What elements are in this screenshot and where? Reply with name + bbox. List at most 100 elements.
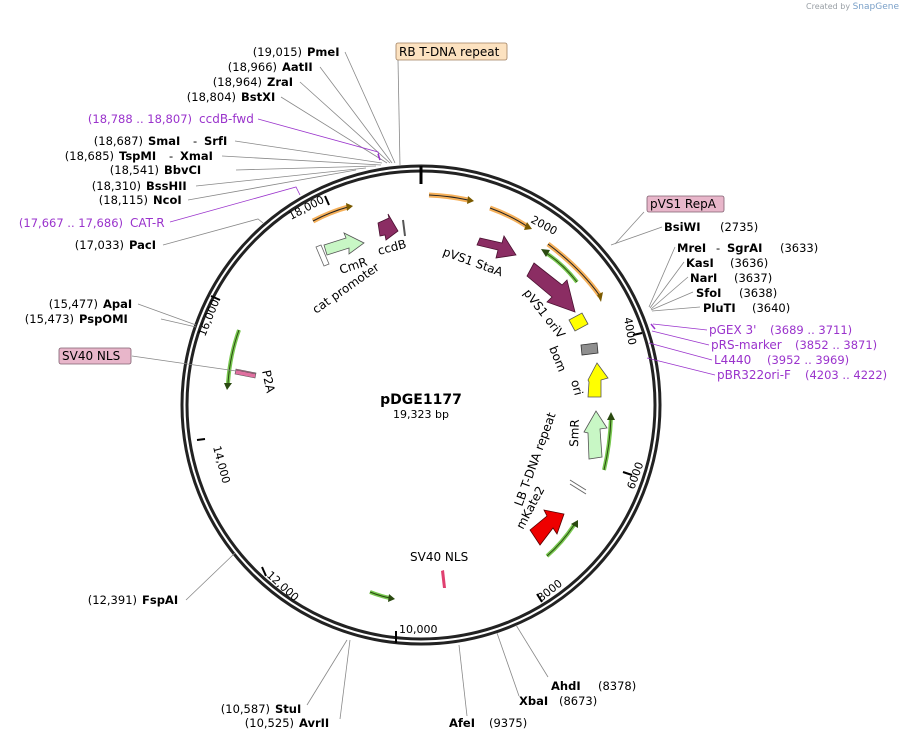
sv40-nls-label: SV40 NLS [62, 349, 120, 363]
orange-arc-outlines [312, 194, 601, 297]
leader-mrei [648, 246, 676, 308]
primer-pos-cat-r: (17,667 .. 17,686) [19, 216, 123, 230]
tick-18000 [324, 195, 330, 206]
site-name-bsiwi: BsiWI [664, 220, 701, 234]
tick-8000 [536, 593, 543, 603]
green-head-3 [571, 520, 578, 528]
tick-6000 [622, 471, 633, 476]
site-name-tspmi: TspMI [119, 149, 156, 163]
primer-name-pbr322ori-f: pBR322ori-F [717, 368, 791, 382]
site-name-ahdi: AhdI [551, 679, 581, 693]
orange-head-3 [597, 292, 603, 302]
primer-tick-ccdb-fwd [377, 153, 381, 161]
tick-14000 [196, 438, 206, 441]
leader-fspai [185, 552, 236, 601]
primer-leader-lines [169, 118, 716, 376]
credit-prefix: Created by [806, 2, 851, 11]
green-head-4 [224, 383, 232, 390]
site-name-stui: StuI [275, 702, 301, 716]
site-pos-paci: (17,033) [75, 238, 124, 252]
site-name-xmai: XmaI [180, 149, 213, 163]
tick-marks [196, 195, 643, 643]
site-name-sfoi: SfoI [696, 286, 721, 300]
site-name-aatii: AatII [282, 60, 313, 74]
primer-ticks [377, 153, 656, 330]
site-name-srfi: SrfI [204, 134, 227, 148]
tick-label-2000: 2000 [529, 213, 560, 238]
site-name-fspai: FspAI [142, 593, 178, 607]
orange-head-1 [467, 196, 474, 204]
site-pos-zrai: (18,964) [213, 75, 262, 89]
primer-name-ccdb-fwd: ccdB-fwd [199, 112, 254, 126]
label-pvs1-staa: pVS1 StaA [441, 245, 506, 280]
primer-labels: (18,788 .. 18,807) ccdB-fwd (17,667 .. 1… [19, 112, 887, 382]
tick-label-10000: 10,000 [399, 623, 438, 636]
label-ccdb: ccdB [376, 237, 408, 258]
primer-name-cat-r: CAT-R [130, 216, 165, 230]
label-bom: bom [546, 344, 569, 374]
site-name-bstxi: BstXI [241, 90, 275, 104]
leader-apai [137, 303, 197, 326]
leader-zrai [299, 81, 391, 164]
site-name-xbai: XbaI [519, 694, 548, 708]
primer-name-l4440: L4440 [714, 353, 751, 367]
tick-12000 [261, 566, 267, 577]
green-outline-1 [545, 252, 578, 283]
green-head-5 [388, 594, 395, 602]
site-name-avrii: AvrII [299, 716, 329, 730]
primer-name-prs-marker: pRS-marker [711, 338, 782, 352]
site-name-ncoi: NcoI [153, 193, 182, 207]
leader-tspmi [221, 155, 382, 166]
leader-pluti [651, 306, 701, 312]
leader-avrii [339, 639, 351, 720]
primer-pos-l4440: (3952 .. 3969) [767, 353, 849, 367]
site-pos-fspai: (12,391) [88, 593, 137, 607]
site-name-pluti: PluTI [703, 301, 736, 315]
site-name-bsshii: BssHII [146, 179, 187, 193]
leader-nari [650, 276, 689, 310]
leader-l4440 [648, 342, 713, 361]
p2a-box-line [235, 369, 257, 375]
enzyme-labels-left: (19,015) PmeI (18,966) AatII (18,964) Zr… [25, 45, 340, 730]
site-pos-mrei: (3633) [780, 241, 818, 255]
lb-repeat-mark-2 [569, 483, 587, 495]
green-arc-4 [226, 329, 241, 384]
cmr-arrow [323, 232, 365, 256]
site-sep-smai: - [193, 134, 197, 148]
inner-features [234, 213, 609, 588]
leader-pgex3 [652, 323, 708, 331]
leader-prs-marker [651, 330, 710, 346]
leader-sv40-nls [131, 355, 237, 372]
leader-pspomi [160, 318, 197, 328]
leader-bstxi [280, 96, 388, 164]
tick-4000 [632, 332, 643, 336]
site-sep-mrei: - [716, 241, 720, 255]
label-ori: ori [568, 378, 586, 397]
bom-box [580, 342, 599, 356]
green-head-1 [541, 249, 550, 257]
site-name-kasi: KasI [686, 256, 714, 270]
site-name-sgrai: SgrAI [727, 241, 762, 255]
tick-label-4000: 4000 [621, 316, 639, 346]
site-pos-smai: (18,687) [94, 134, 143, 148]
site-pos-ncoi: (18,115) [99, 193, 148, 207]
plasmid-size: 19,323 bp [393, 408, 449, 421]
leader-pmei [344, 51, 396, 164]
leader-sfoi [650, 291, 694, 311]
leader-pbr322ori-f [646, 357, 716, 376]
p2a-box [234, 368, 257, 379]
site-pos-kasi: (3636) [730, 256, 768, 270]
primer-pos-pgex3: (3689 .. 3711) [770, 323, 852, 337]
green-outline-2 [603, 416, 612, 471]
snapgene-credit: Created by SnapGene [806, 2, 899, 12]
orange-outline-3 [547, 243, 601, 297]
green-arrowheads [224, 249, 615, 602]
pvs1-repa-box [646, 195, 725, 213]
site-name-apai: ApaI [103, 297, 132, 311]
pvs1-staa-arrow [476, 235, 517, 259]
leader-bsiwi [610, 226, 663, 246]
credit-brand: SnapGene [852, 2, 899, 12]
site-sep-tspmi: - [169, 149, 173, 163]
rep-box-yellow [568, 312, 589, 332]
